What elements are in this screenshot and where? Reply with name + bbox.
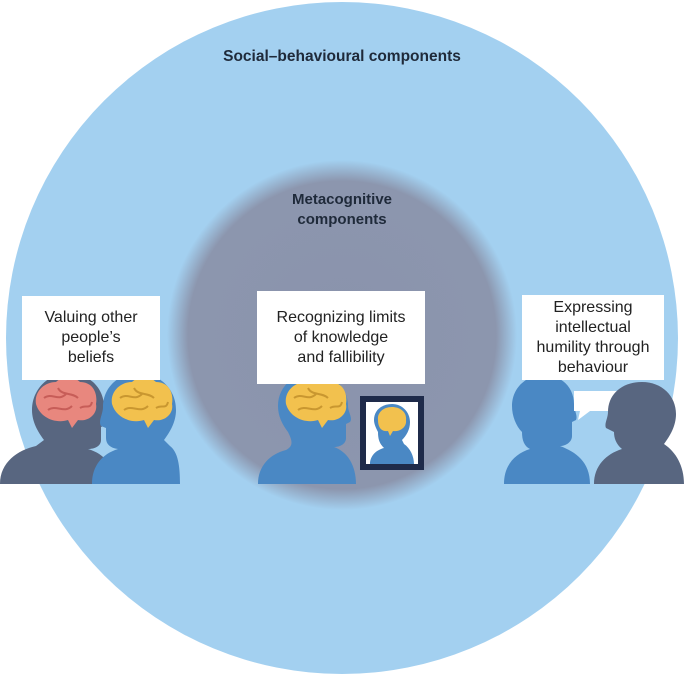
person-yellow-brain-icon xyxy=(92,373,180,484)
inner-circle-title-text: Metacognitive components xyxy=(291,191,393,228)
mirror-reflection-icon xyxy=(360,396,424,470)
valuing-beliefs-label: Valuing other people’s beliefs xyxy=(44,309,138,366)
recognizing-limits-label: Recognizing limits of knowledge and fall… xyxy=(276,308,406,366)
valuing-beliefs-box: Valuing other people’s beliefs xyxy=(22,296,160,380)
inner-circle-title: Metacognitive components xyxy=(242,190,442,230)
outer-circle-title: Social–behavioural components xyxy=(223,48,461,65)
expressing-humility-label: Expressing intellectual humility through… xyxy=(536,298,650,376)
person-listening-icon xyxy=(594,382,684,484)
person-yellow-brain-icon xyxy=(258,373,356,484)
person-red-brain-icon xyxy=(0,373,114,484)
person-speech-icon xyxy=(504,375,590,484)
expressing-humility-box: Expressing intellectual humility through… xyxy=(522,295,664,380)
recognizing-limits-box: Recognizing limits of knowledge and fall… xyxy=(257,291,425,384)
